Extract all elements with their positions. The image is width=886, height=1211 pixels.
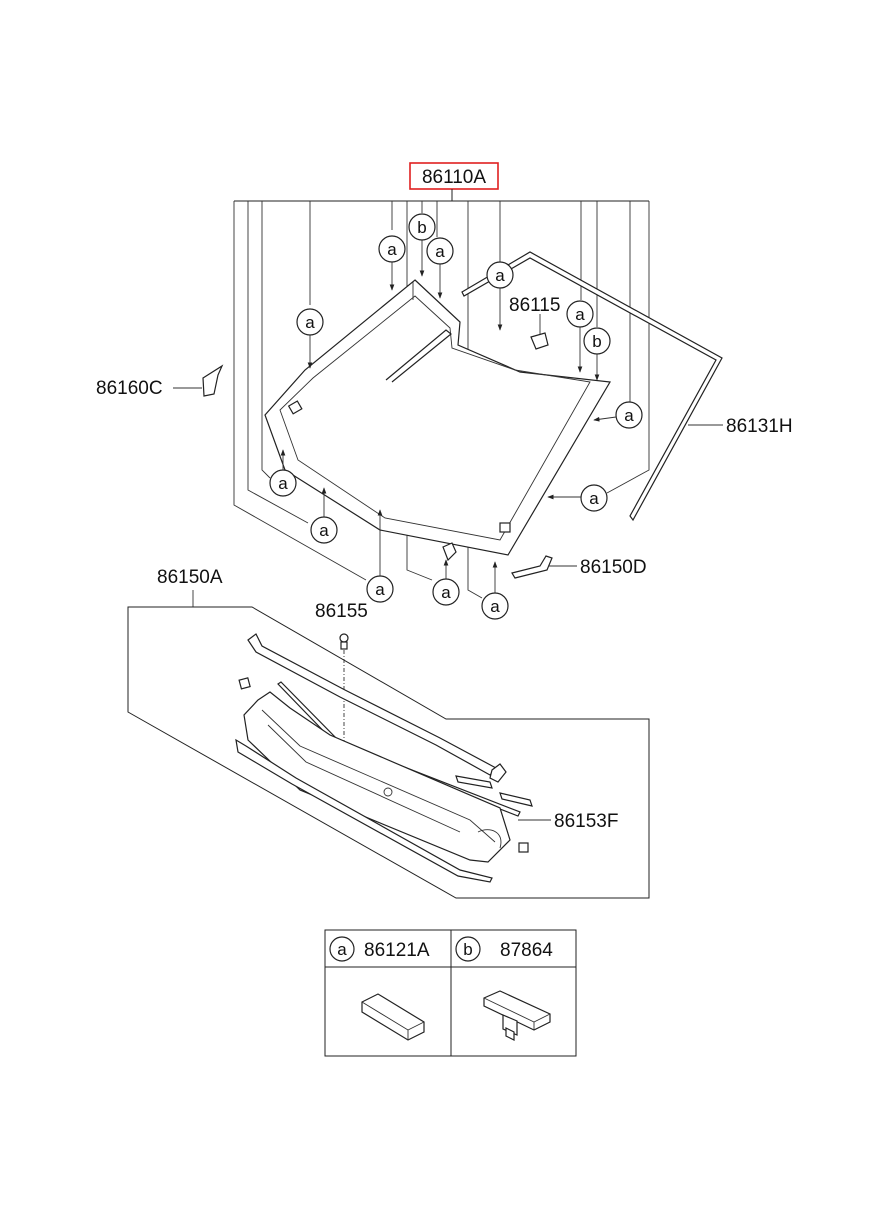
- svg-text:a: a: [387, 240, 397, 259]
- cowl-panel[interactable]: [235, 633, 533, 883]
- legend-clip-b-shape: [483, 990, 551, 1041]
- svg-text:a: a: [624, 406, 634, 425]
- bracket-right[interactable]: [511, 555, 553, 579]
- part-label-86131H[interactable]: 86131H: [726, 416, 793, 437]
- part-label-86110A[interactable]: 86110A: [422, 167, 486, 188]
- windshield-glass[interactable]: [264, 279, 611, 556]
- legend-part-a[interactable]: 86121A: [364, 940, 430, 961]
- svg-text:a: a: [575, 305, 585, 324]
- legend-clip-a-shape: [361, 993, 425, 1041]
- svg-text:a: a: [337, 940, 347, 959]
- part-label-86150D[interactable]: 86150D: [580, 557, 647, 578]
- svg-text:a: a: [375, 580, 385, 599]
- cowl-clip[interactable]: [339, 633, 349, 650]
- cowl-assembly-frame: [127, 606, 650, 899]
- highlight-box: [409, 162, 499, 190]
- part-label-86160C[interactable]: 86160C: [96, 378, 163, 399]
- sensor-cover[interactable]: [530, 332, 549, 350]
- svg-text:b: b: [463, 940, 472, 959]
- bracket-left[interactable]: [202, 364, 224, 397]
- leader-lines: [233, 201, 650, 599]
- part-label-86153F[interactable]: 86153F: [554, 811, 618, 832]
- svg-text:a: a: [435, 242, 445, 261]
- part-label-86150A[interactable]: 86150A: [157, 567, 223, 588]
- svg-text:a: a: [319, 521, 329, 540]
- part-label-86155[interactable]: 86155: [315, 601, 368, 622]
- legend-part-b[interactable]: 87864: [500, 940, 553, 961]
- svg-text:b: b: [417, 218, 426, 237]
- svg-text:a: a: [278, 474, 288, 493]
- glass-clip: [442, 542, 457, 562]
- svg-text:a: a: [495, 266, 505, 285]
- svg-text:a: a: [490, 597, 500, 616]
- callouts: a b a a a a b a a a: [269, 213, 643, 620]
- svg-text:a: a: [441, 583, 451, 602]
- legend-table: a 86121A b 87864: [324, 929, 577, 1057]
- part-label-86115[interactable]: 86115: [509, 295, 560, 316]
- svg-text:a: a: [305, 313, 315, 332]
- svg-text:b: b: [592, 332, 601, 351]
- svg-text:a: a: [589, 489, 599, 508]
